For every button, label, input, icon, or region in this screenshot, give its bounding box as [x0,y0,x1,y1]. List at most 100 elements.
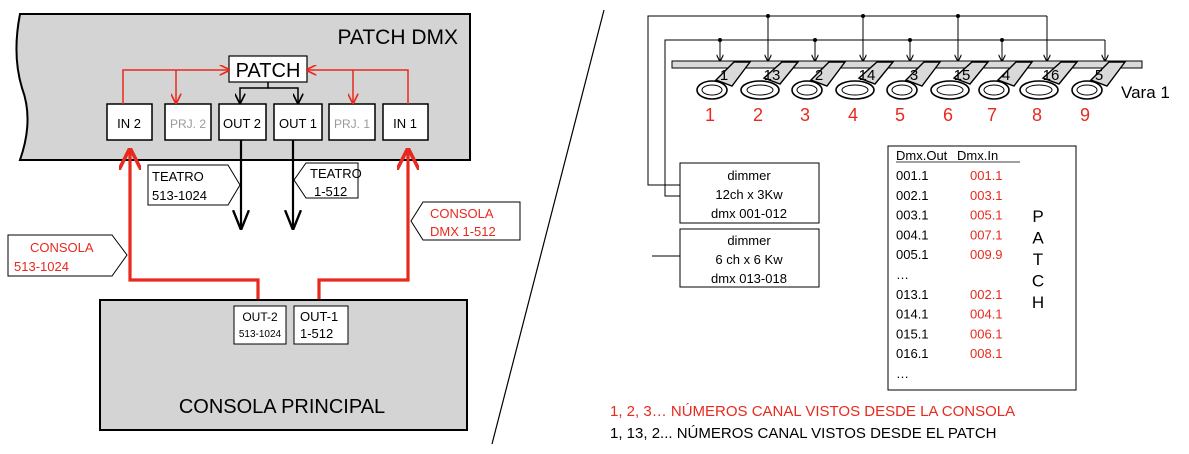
port-label: PRJ. 1 [334,117,370,131]
dmx-out-cell: 003.1 [896,208,929,223]
svg-text:dmx 013-018: dmx 013-018 [711,271,787,286]
fixture-console-number: 3 [800,105,810,125]
port-out1[interactable] [273,103,323,141]
fixture-lens-inner [1025,84,1053,96]
fixture-lens [978,80,1010,100]
dmx-in-cell: 009.9 [970,247,1003,262]
svg-text:513-1024: 513-1024 [239,329,282,340]
fixture-patch-number: 16 [1043,67,1060,84]
fixture-body [904,61,942,87]
patch-internal-routing [122,70,409,104]
fixture-lens-inner [796,84,818,96]
svg-text:dimmer: dimmer [727,168,771,183]
port-label: IN 2 [117,116,141,131]
fixture-1[interactable]: 11 [696,61,752,125]
fixture-3[interactable]: 23 [791,61,847,125]
legend-patch: 1, 13, 2... NÚMEROS CANAL VISTOS DESDE E… [610,425,997,442]
patch-label: PATCH [236,60,301,82]
svg-text:CONSOLA: CONSOLA [30,240,94,255]
dmx-out-cell: … [896,366,909,381]
section-divider [491,9,605,445]
port-label: OUT 1 [279,116,317,131]
dmx-out-cell: 004.1 [896,227,929,242]
table-row: 004.1 007.1 [896,227,1003,242]
fixture-body [857,61,895,85]
port-label: PRJ. 2 [170,117,206,131]
fixture-lens [696,80,728,100]
dmx-out-cell: … [896,267,909,282]
svg-text:dmx 001-012: dmx 001-012 [711,206,787,221]
port-prj1[interactable] [328,103,376,141]
svg-text:12ch x 3Kw: 12ch x 3Kw [715,187,783,202]
patch-vertical-label: PATCH [1032,207,1044,312]
fixture-lens [791,80,823,100]
svg-text:OUT-2: OUT-2 [242,310,278,324]
port-in1[interactable] [382,103,429,141]
dmx-in-cell: 008.1 [970,346,1003,361]
fixture-body [809,61,847,87]
fixture-7[interactable]: 47 [978,61,1034,125]
patch-label-box [228,55,308,83]
fixture-6[interactable]: 156 [930,61,990,125]
fixture-patch-number: 4 [1002,67,1010,84]
fixture-body [1089,61,1127,87]
fixture-body [714,61,752,87]
svg-text:513-1024: 513-1024 [152,188,207,203]
fixture-body [762,61,800,85]
fixture-4[interactable]: 144 [835,61,895,125]
fixture-lens [1071,80,1103,100]
fixture-lens [886,80,918,100]
svg-text:TEATRO: TEATRO [310,166,362,181]
svg-text:TEATRO: TEATRO [152,169,204,184]
fixture-body [996,61,1034,87]
svg-text:1-512: 1-512 [314,184,347,199]
teatro-outputs [241,140,293,228]
port-in2[interactable] [106,103,153,141]
fixture-lens [1019,80,1059,100]
dmx-out-cell: 014.1 [896,307,929,322]
patch-vertical-letter: P [1032,207,1043,226]
fixture-body [1041,61,1079,85]
fixture-patch-number: 3 [910,67,918,84]
fixture-console-number: 6 [943,105,953,125]
cable-junctions [718,14,1004,42]
fixture-lens-inner [701,84,723,96]
dmx-in-cell: 007.1 [970,227,1003,242]
dmx-out-cell: 001.1 [896,168,929,183]
patch-vertical-letter: A [1032,229,1044,248]
fixture-lens-inner [983,84,1005,96]
fixture-drops [720,16,1105,61]
fixture-console-number: 5 [895,105,905,125]
fixture-patch-number: 14 [859,67,876,84]
consola-label-left: CONSOLA 513-1024 [7,234,128,277]
vara-pipe [671,60,1143,69]
port-prj2[interactable] [164,103,212,141]
svg-text:CONSOLA: CONSOLA [430,206,494,221]
teatro-label-b: TEATRO 1-512 [293,162,362,199]
fixture-lens-inner [1076,84,1098,96]
patch-vertical-letter: C [1032,272,1044,291]
fixture-9[interactable]: 59 [1071,61,1127,125]
legend-console: 1, 2, 3… NÚMEROS CANAL VISTOS DESDE LA C… [610,403,1015,420]
fixture-2[interactable]: 132 [740,61,800,125]
fixture-5[interactable]: 35 [886,61,942,125]
fixture-patch-number: 13 [764,67,781,84]
fixture-8[interactable]: 16 8 [1019,61,1079,125]
table-row: … [896,267,909,282]
console-out1[interactable]: OUT-1 1-512 [293,305,349,345]
dmx-in-cell: 002.1 [970,287,1003,302]
port-label: OUT 2 [223,116,261,131]
dmx-out-cell: 016.1 [896,346,929,361]
fixture-lens [835,80,875,100]
patch-vertical-letter: T [1033,250,1043,269]
console-out2[interactable]: OUT-2 513-1024 [233,305,287,345]
patch-dmx-title: PATCH DMX [337,26,458,49]
dmx-in-cell: 006.1 [970,326,1003,341]
fixture-lens [930,80,970,100]
fixture-console-number: 8 [1032,105,1042,125]
